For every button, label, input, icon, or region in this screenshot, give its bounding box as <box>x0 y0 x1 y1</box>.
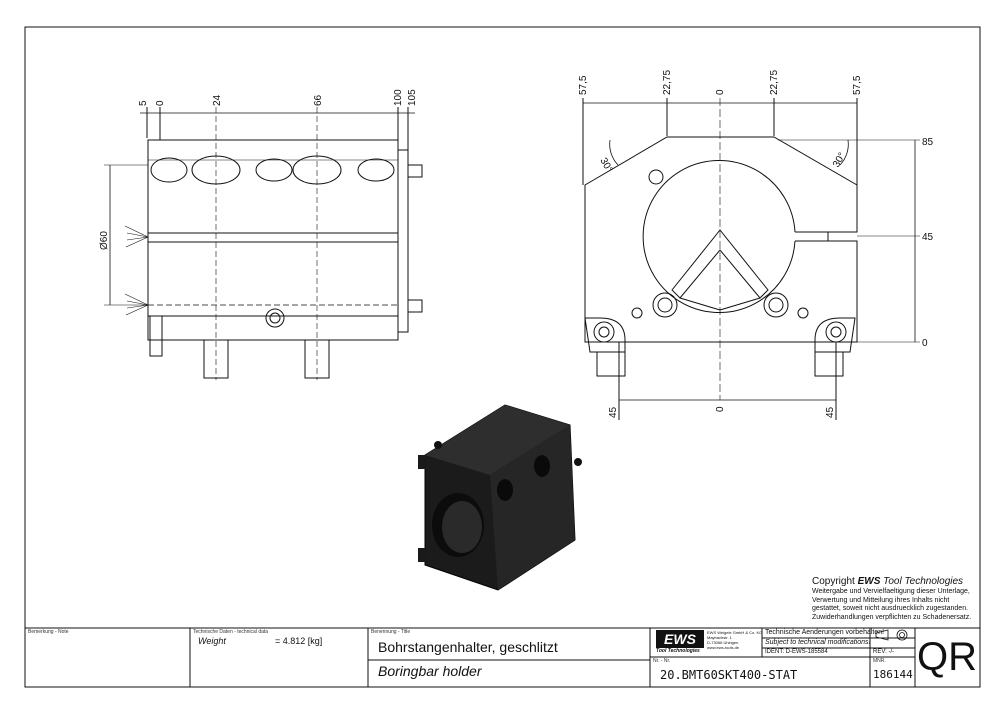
copyright-brand: EWS <box>857 576 881 587</box>
dim-front-0: 0 <box>715 89 726 95</box>
title-label: Benennung - Title <box>371 629 411 635</box>
dim-diameter: Ø60 <box>99 231 110 250</box>
mnr-number: 186144 <box>873 668 913 681</box>
projection-symbol-icon <box>875 629 908 641</box>
copyright-line: Verwertung und Mitteilung ihres Inhalts … <box>812 596 950 604</box>
dim-front-575-right: 57,5 <box>852 75 863 95</box>
dim-angle-right: 30° <box>831 151 848 170</box>
company-line: EWS Weigele GmbH & Co. KG <box>707 630 763 635</box>
part-number: 20.BMT60SKT400-STAT <box>660 668 798 682</box>
copyright-line: Weitergabe und Vervielfaeltigung dieser … <box>812 588 970 595</box>
dim-v-85: 85 <box>922 137 934 148</box>
copyright-prefix: Copyright <box>812 576 855 587</box>
dim-front-2275-right: 22,75 <box>769 70 780 95</box>
dim-bottom-0: 0 <box>715 406 726 412</box>
weight-value: = 4.812 [kg] <box>275 636 323 646</box>
ident-number: IDENT: D-EWS-185584 <box>765 649 828 655</box>
nr-label: Nr. - Nr. <box>653 658 671 664</box>
dim-bottom-45-right: 45 <box>825 406 836 418</box>
ews-logo: EWS <box>656 630 704 648</box>
mnr-label: MNR. <box>873 658 886 664</box>
weight-label: Weight <box>198 636 226 646</box>
dim-top-100: 100 <box>393 89 404 106</box>
tech-data-label: Technische Daten - technical data <box>193 629 269 635</box>
dim-v-0: 0 <box>922 338 928 349</box>
title-block-frame <box>25 627 980 687</box>
notice-german: Technische Aenderungen vorbehalten! <box>765 629 885 636</box>
remark-label: Bemerkung - Note <box>28 629 69 635</box>
dim-top-66: 66 <box>313 94 324 106</box>
notice-english: Subject to technical modifications! <box>765 639 871 646</box>
company-address: EWS Weigele GmbH & Co. KG Maybachstr. 1 … <box>707 630 762 650</box>
copyright-line: gestattet, soweit nicht ausdruecklich zu… <box>812 605 969 612</box>
dim-top-105: 105 <box>407 89 418 106</box>
side-view <box>104 107 423 380</box>
dim-top-5: 5 <box>138 100 149 106</box>
revision: REV: -/- <box>873 649 895 655</box>
title-german: Bohrstangenhalter, geschlitzt <box>378 639 558 655</box>
ews-logo-sub: Tool Technologies <box>656 648 700 654</box>
copyright-block: Copyright EWS Tool Technologies Weiterga… <box>812 576 982 622</box>
dim-v-45: 45 <box>922 232 934 243</box>
dim-front-575-left: 57,5 <box>578 75 589 95</box>
qr-marker: QR <box>917 635 977 679</box>
company-line: D-73066 Uhingen <box>707 640 739 645</box>
dim-bottom-45-left: 45 <box>608 406 619 418</box>
title-english: Boringbar holder <box>378 663 482 679</box>
dim-front-2275-left: 22,75 <box>662 70 673 95</box>
company-line: Maybachstr. 1 <box>707 635 732 640</box>
dim-top-0: 0 <box>155 100 166 106</box>
copyright-suffix: Tool Technologies <box>883 576 964 587</box>
sheet-border <box>24 26 981 688</box>
front-view <box>582 98 920 420</box>
isometric-view <box>418 404 582 591</box>
company-line: www.ews-tools.de <box>707 645 740 650</box>
dim-angle-left: 30° <box>597 156 614 175</box>
copyright-line: Zuwiderhandlungen verpflichten zu Schade… <box>812 613 972 621</box>
copyright-heading: Copyright EWS Tool Technologies <box>812 576 982 588</box>
dim-top-24: 24 <box>212 94 223 106</box>
